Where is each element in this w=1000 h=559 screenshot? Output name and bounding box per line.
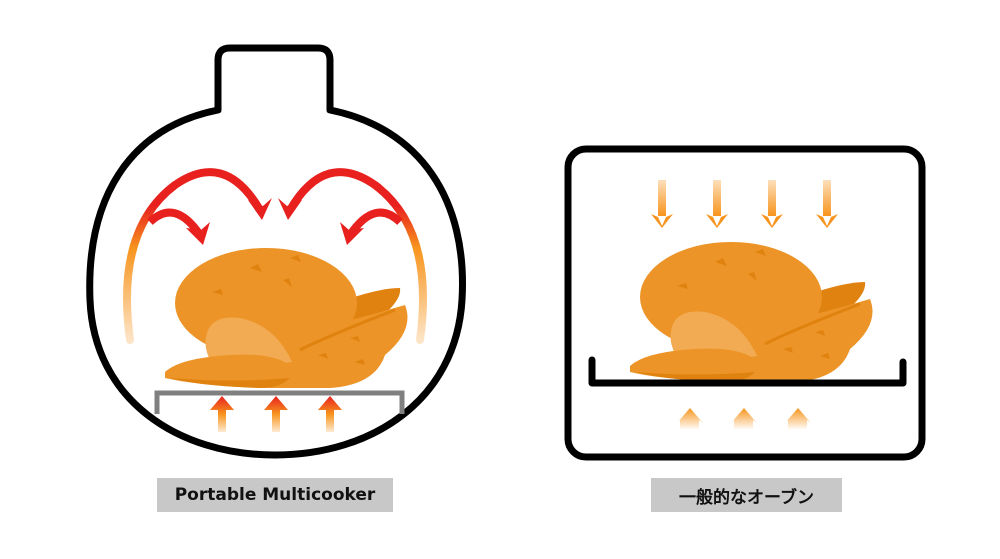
multicooker-label: Portable Multicooker: [157, 478, 393, 512]
chicken-multicooker: [163, 246, 409, 390]
multicooker-illustration: [86, 44, 466, 459]
oven-tray: [588, 356, 907, 387]
oven-illustration: [564, 145, 926, 461]
convection-arc-inner-left: [147, 208, 204, 238]
chicken-oven: [628, 240, 874, 384]
oven-label: 一般的なオーブン: [651, 478, 842, 512]
cooking-rack: [154, 390, 405, 414]
convection-arc-right: [286, 168, 427, 344]
heat-arrows-bottom: [210, 396, 342, 432]
convection-arc-inner-right: [346, 208, 403, 238]
multicooker-outline: [86, 44, 466, 459]
heat-arrows-top: [651, 180, 838, 228]
oven-outline: [564, 145, 926, 461]
heat-arrows-bottom-oven: [677, 408, 811, 430]
convection-arc-left: [123, 168, 264, 344]
